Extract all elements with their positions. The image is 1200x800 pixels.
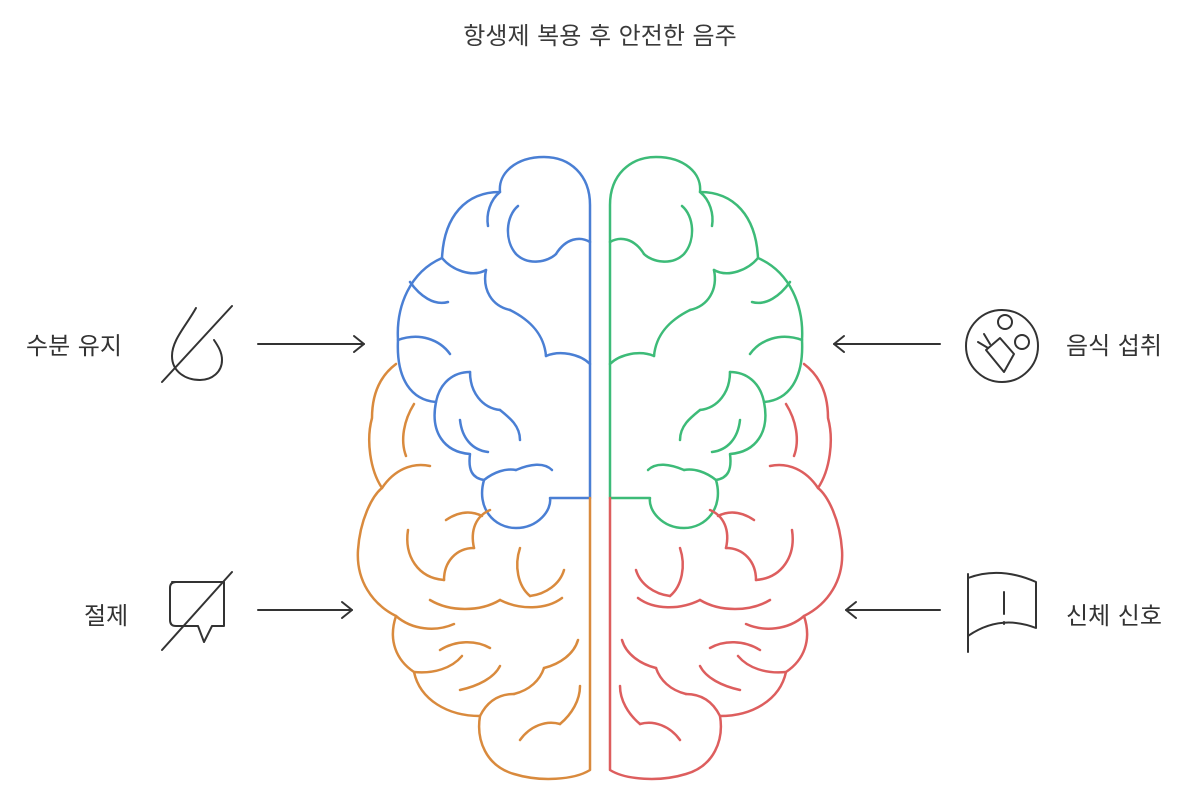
label-hydration: 수분 유지	[26, 332, 122, 360]
arrow-hydration	[257, 335, 365, 353]
chat-bubble-slash-icon	[161, 571, 233, 651]
water-drop-slash-icon	[161, 305, 233, 383]
arrow-moderation	[257, 601, 353, 619]
label-signals: 신체 신호	[1066, 602, 1162, 630]
brain-segment-hydration	[396, 155, 592, 530]
warning-flag-icon	[967, 571, 1037, 653]
brain-segment-moderation	[356, 362, 592, 781]
diagram-title: 항생제 복용 후 안전한 음주	[463, 22, 737, 50]
food-plate-icon	[965, 309, 1039, 383]
brain-segment-signals	[608, 362, 844, 781]
arrow-food	[833, 335, 941, 353]
arrow-signals	[845, 601, 941, 619]
label-food: 음식 섭취	[1066, 332, 1162, 360]
brain-segment-food	[608, 155, 804, 530]
label-moderation: 절제	[84, 602, 129, 630]
